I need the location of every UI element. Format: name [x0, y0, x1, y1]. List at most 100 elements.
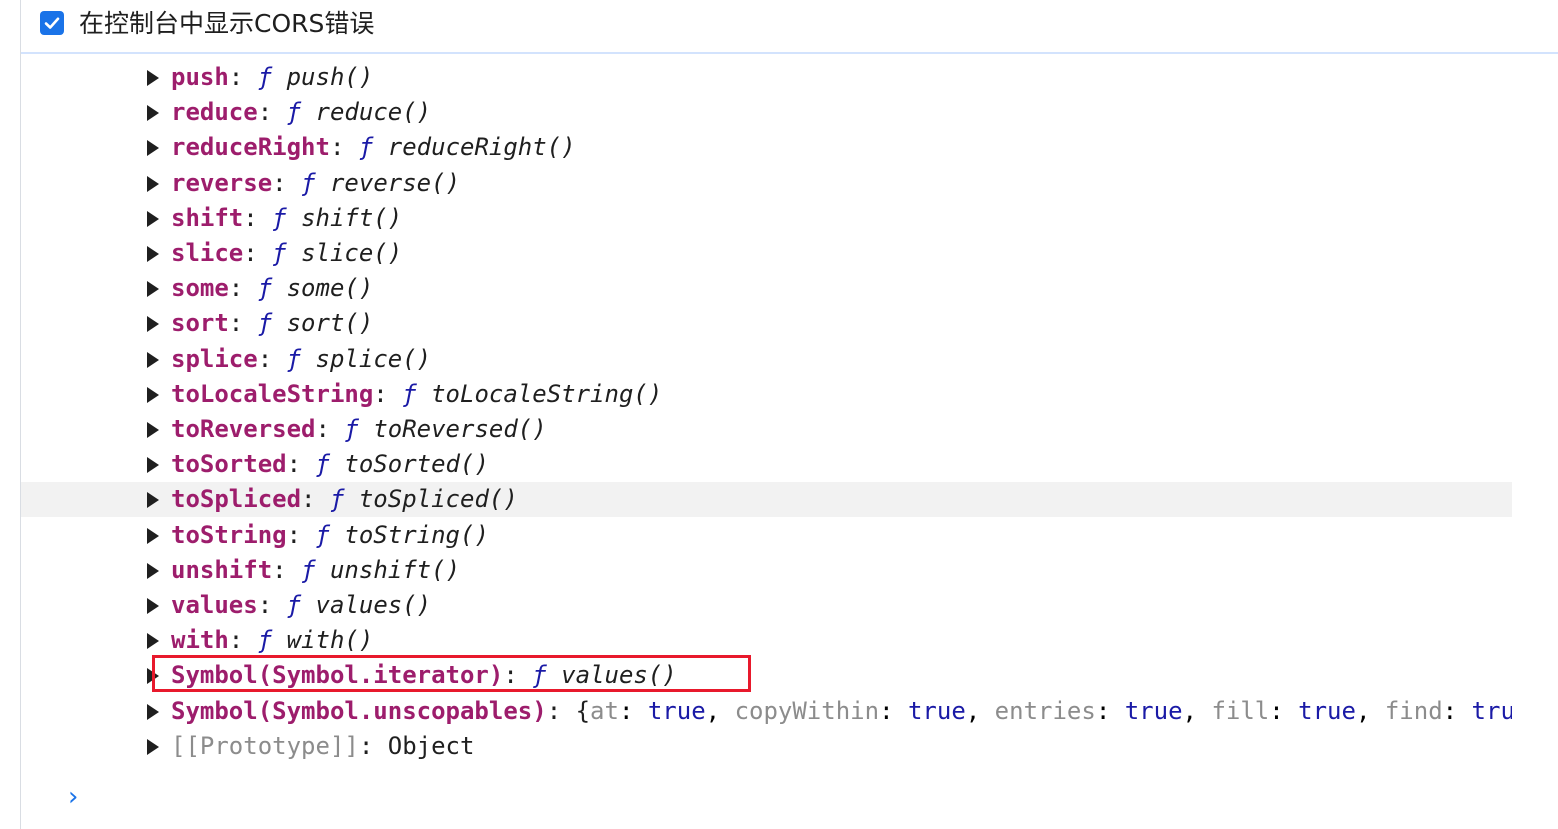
tree-row[interactable]: reverse: ƒ reverse(): [21, 166, 1512, 201]
property-key: slice: [171, 239, 244, 267]
function-signature: toString(): [344, 521, 489, 549]
expand-triangle-icon[interactable]: [147, 105, 159, 121]
row-text: toLocaleString: ƒ toLocaleString(): [171, 380, 663, 408]
row-text: push: ƒ push(): [171, 63, 374, 91]
unscopables-preview: at: true, copyWithin: true, entries: tru…: [590, 697, 1512, 725]
preview-value: true: [907, 697, 966, 725]
function-marker: ƒ: [344, 415, 359, 443]
expand-triangle-icon[interactable]: [147, 316, 159, 332]
function-marker: ƒ: [272, 239, 287, 267]
expand-triangle-icon[interactable]: [147, 633, 159, 649]
show-cors-errors-label[interactable]: 在控制台中显示CORS错误: [79, 9, 375, 38]
preview-value: true: [647, 697, 706, 725]
expand-triangle-icon[interactable]: [147, 739, 159, 755]
preview-key: find: [1384, 697, 1443, 725]
function-marker: ƒ: [532, 661, 547, 689]
property-key: reverse: [171, 169, 273, 197]
function-marker: ƒ: [257, 63, 273, 91]
tree-row[interactable]: with: ƒ with(): [21, 623, 1512, 658]
row-text: values: ƒ values(): [171, 591, 432, 619]
property-key: toSpliced: [171, 485, 302, 513]
preview-value: true: [1471, 697, 1512, 725]
property-key: Symbol(Symbol.unscopables): [171, 697, 547, 725]
property-key: values: [171, 591, 258, 619]
property-key: toLocaleString: [171, 380, 374, 408]
function-signature: splice(): [315, 345, 432, 373]
property-key: sort: [171, 309, 229, 337]
function-marker: ƒ: [358, 133, 374, 161]
open-brace: {: [575, 697, 591, 725]
preview-key: copyWithin: [734, 697, 880, 725]
property-key: toSorted: [171, 450, 287, 478]
show-cors-errors-checkbox[interactable]: [40, 11, 64, 35]
tree-row[interactable]: push: ƒ push(): [21, 60, 1512, 95]
expand-triangle-icon[interactable]: [147, 528, 159, 544]
expand-triangle-icon[interactable]: [147, 598, 159, 614]
tree-row[interactable]: sort: ƒ sort(): [21, 306, 1512, 341]
function-marker: ƒ: [286, 591, 302, 619]
checkmark-icon: [44, 17, 60, 29]
tree-row[interactable]: reduceRight: ƒ reduceRight(): [21, 130, 1512, 165]
tree-row[interactable]: splice: ƒ splice(): [21, 342, 1512, 377]
tree-row[interactable]: toLocaleString: ƒ toLocaleString(): [21, 377, 1512, 412]
function-signature: slice(): [301, 239, 403, 267]
function-signature: toReversed(): [373, 415, 547, 443]
function-signature: shift(): [301, 204, 403, 232]
tree-row[interactable]: slice: ƒ slice(): [21, 236, 1512, 271]
tree-row[interactable]: Symbol(Symbol.iterator): ƒ values(): [21, 658, 1512, 693]
expand-triangle-icon[interactable]: [147, 70, 159, 86]
expand-triangle-icon[interactable]: [147, 492, 159, 508]
expand-triangle-icon[interactable]: [147, 140, 159, 156]
expand-triangle-icon[interactable]: [147, 563, 159, 579]
function-marker: ƒ: [286, 98, 302, 126]
function-signature: toSpliced(): [358, 485, 518, 513]
function-signature: reduceRight(): [387, 133, 576, 161]
expand-triangle-icon[interactable]: [147, 176, 159, 192]
function-signature: with(): [286, 626, 374, 654]
property-key: push: [171, 63, 229, 91]
tree-row[interactable]: shift: ƒ shift(): [21, 201, 1512, 236]
tree-row-unscopables[interactable]: Symbol(Symbol.unscopables): {at: true, c…: [21, 694, 1512, 729]
property-key: unshift: [171, 556, 273, 584]
preview-value: true: [1298, 697, 1356, 725]
row-text: shift: ƒ shift(): [171, 204, 403, 232]
expand-triangle-icon[interactable]: [147, 422, 159, 438]
expand-triangle-icon[interactable]: [147, 281, 159, 297]
expand-triangle-icon[interactable]: [147, 387, 159, 403]
row-text: Symbol(Symbol.iterator): ƒ values(): [171, 661, 677, 689]
function-marker: ƒ: [272, 204, 287, 232]
function-marker: ƒ: [315, 521, 330, 549]
function-marker: ƒ: [315, 450, 330, 478]
expand-triangle-icon[interactable]: [147, 457, 159, 473]
property-key: toReversed: [171, 415, 316, 443]
row-text: toSpliced: ƒ toSpliced(): [171, 485, 518, 513]
row-text: reduce: ƒ reduce(): [171, 98, 432, 126]
expand-triangle-icon[interactable]: [147, 211, 159, 227]
tree-row[interactable]: unshift: ƒ unshift(): [21, 553, 1512, 588]
tree-row[interactable]: toString: ƒ toString(): [21, 518, 1512, 553]
property-key: splice: [171, 345, 258, 373]
tree-row[interactable]: some: ƒ some(): [21, 271, 1512, 306]
row-text: toString: ƒ toString(): [171, 521, 489, 549]
expand-triangle-icon[interactable]: [147, 246, 159, 262]
tree-row[interactable]: toSpliced: ƒ toSpliced(): [21, 482, 1512, 517]
expand-triangle-icon[interactable]: [147, 704, 159, 720]
row-text: unshift: ƒ unshift(): [171, 556, 461, 584]
tree-row[interactable]: reduce: ƒ reduce(): [21, 95, 1512, 130]
tree-row[interactable]: values: ƒ values(): [21, 588, 1512, 623]
function-marker: ƒ: [257, 274, 273, 302]
function-signature: sort(): [286, 309, 374, 337]
row-text: splice: ƒ splice(): [171, 345, 432, 373]
settings-option-bar: 在控制台中显示CORS错误: [21, 0, 1558, 54]
expand-triangle-icon[interactable]: [147, 352, 159, 368]
tree-row[interactable]: toSorted: ƒ toSorted(): [21, 447, 1512, 482]
property-key: shift: [171, 204, 244, 232]
row-text: toSorted: ƒ toSorted(): [171, 450, 489, 478]
tree-row[interactable]: toReversed: ƒ toReversed(): [21, 412, 1512, 447]
tree-row-prototype[interactable]: [[Prototype]]: Object: [21, 729, 1512, 764]
row-text: some: ƒ some(): [171, 274, 374, 302]
expand-triangle-icon[interactable]: [147, 668, 159, 684]
console-prompt-icon[interactable]: ›: [68, 782, 79, 812]
preview-key: fill: [1211, 697, 1270, 725]
